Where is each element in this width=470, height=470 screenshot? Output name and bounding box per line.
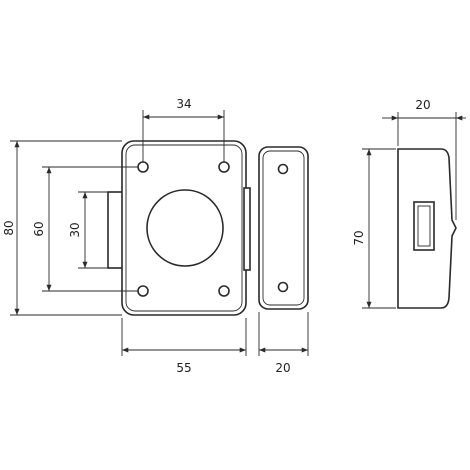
- keeper-plate-inner: [262, 150, 305, 306]
- side-view: [397, 148, 457, 309]
- dim-label: 55: [176, 361, 191, 375]
- dim-label: 34: [176, 97, 191, 111]
- lock-case-tab: [243, 187, 251, 271]
- dim-label: 70: [352, 230, 366, 245]
- lock-body: [107, 140, 251, 316]
- screw-hole-icon: [218, 285, 230, 297]
- dim-bolt-height: 30: [68, 191, 108, 269]
- dim-keeper-width: 20: [258, 312, 309, 375]
- screw-hole-icon: [137, 285, 149, 297]
- lock-case-inner: [125, 144, 243, 312]
- dim-outer-height: 80: [2, 140, 122, 316]
- screw-hole-icon: [137, 161, 149, 173]
- cylinder-icon: [146, 189, 224, 267]
- keeper: [258, 146, 309, 310]
- dim-label: 80: [2, 220, 16, 235]
- dim-label: 20: [415, 98, 430, 112]
- dim-label: 20: [275, 361, 290, 375]
- dim-label: 30: [68, 222, 82, 237]
- screw-hole-icon: [218, 161, 230, 173]
- dim-hole-vertical-spacing: 60: [32, 166, 138, 292]
- dim-top-hole-spacing: 34: [142, 97, 225, 162]
- dim-side-depth: 20: [382, 98, 466, 220]
- dim-label: 60: [32, 221, 46, 236]
- side-slot-inner: [417, 205, 431, 247]
- dim-body-width: 55: [121, 318, 247, 375]
- keeper-plate: [258, 146, 309, 310]
- screw-hole-icon: [277, 163, 289, 175]
- dim-side-height: 70: [352, 148, 396, 309]
- screw-hole-icon: [277, 281, 289, 293]
- side-slot: [413, 201, 435, 251]
